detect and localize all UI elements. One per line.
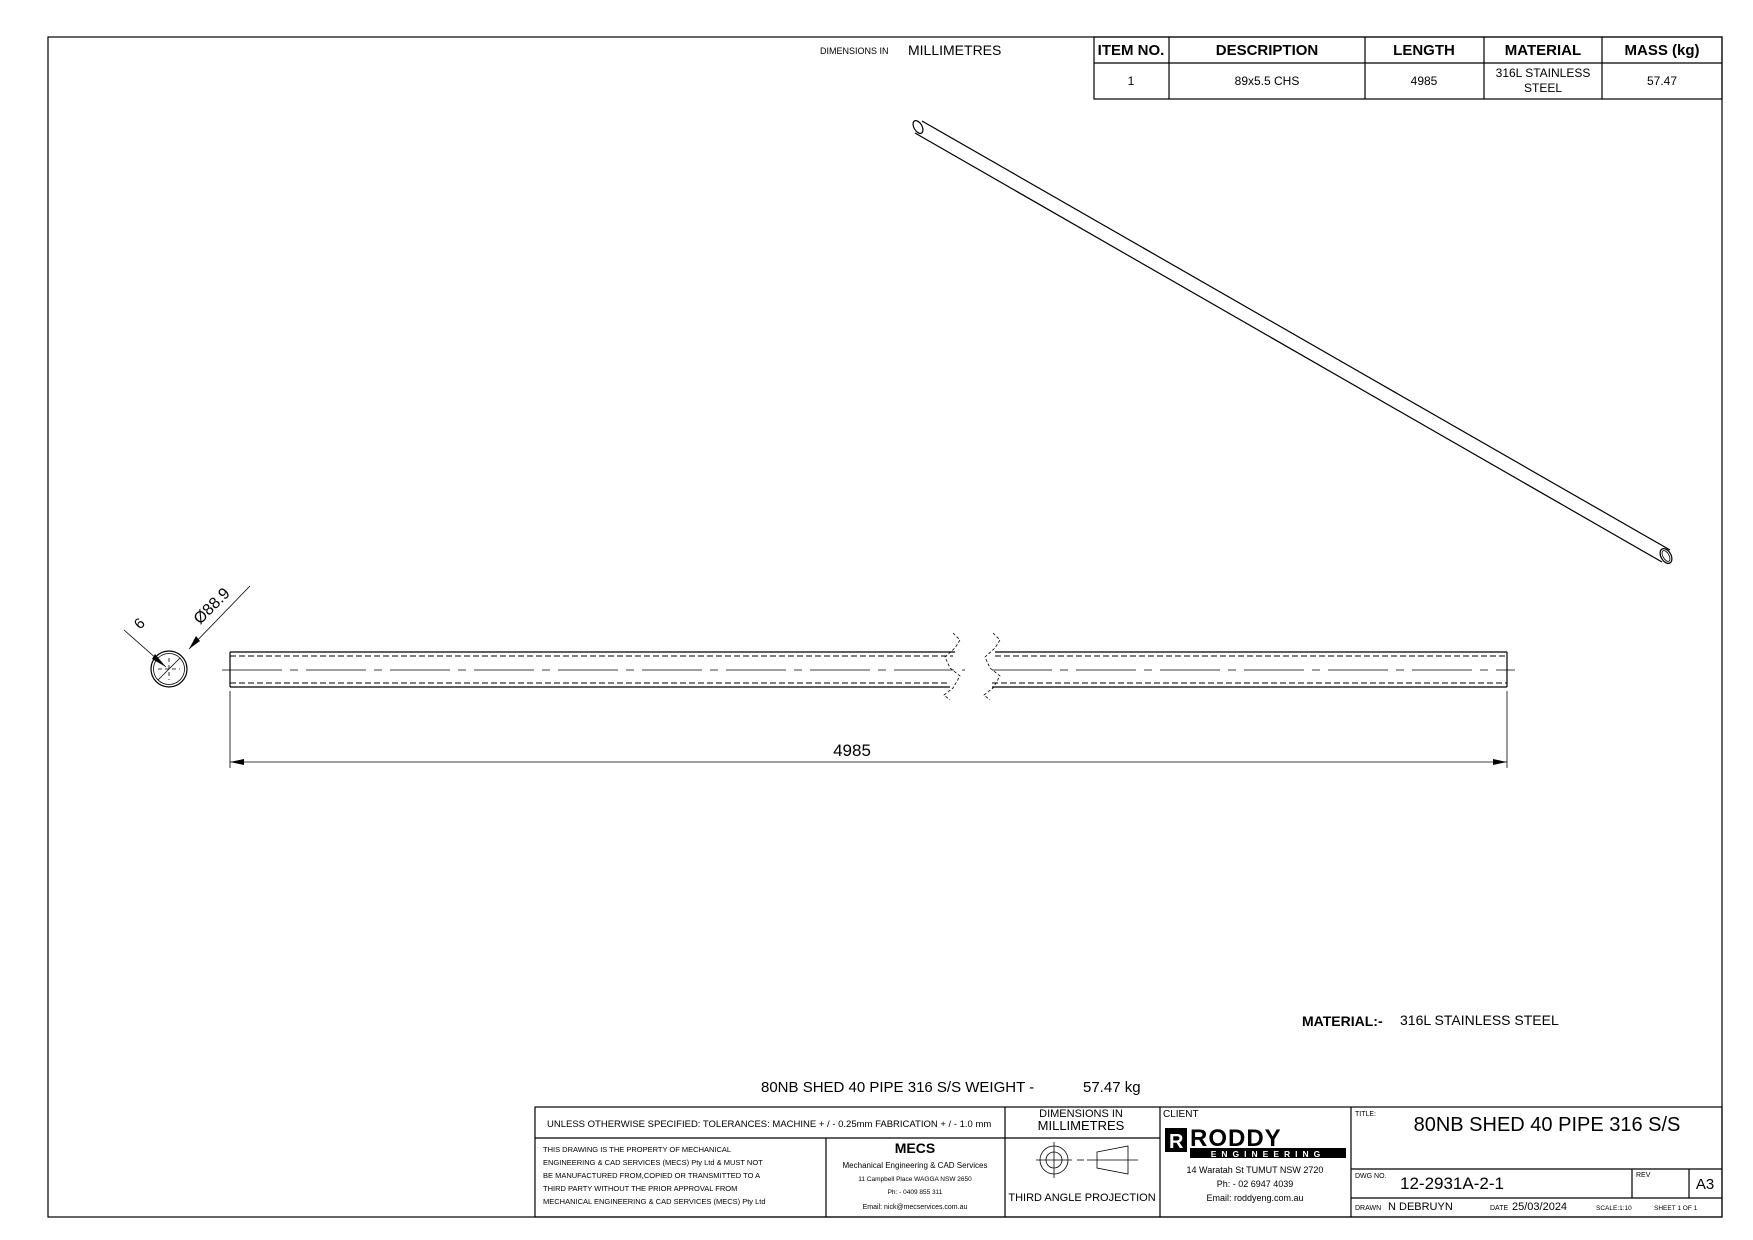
bom-header-description: DESCRIPTION — [1216, 42, 1319, 59]
third-angle-projection-icon — [1036, 1142, 1138, 1178]
drawing-date: 25/03/2024 — [1512, 1201, 1567, 1213]
dims-prefix: DIMENSIONS IN — [820, 46, 889, 56]
roddy-logo: R RODDY ENGINEERING — [1165, 1125, 1346, 1159]
bom-length: 4985 — [1411, 74, 1438, 88]
weight-line: 80NB SHED 40 PIPE 316 S/S WEIGHT - — [761, 1079, 1034, 1096]
weight-value: 57.47 kg — [1083, 1079, 1141, 1096]
scale: SCALE:1:10 — [1596, 1205, 1632, 1212]
pipe-end-view: 6 Ø88.9 — [123, 585, 251, 688]
tb-dims-in: DIMENSIONS IN — [1039, 1108, 1123, 1120]
title-label: TITLE: — [1355, 1111, 1376, 1118]
client-label: CLIENT — [1163, 1109, 1199, 1120]
dims-unit: MILLIMETRES — [908, 42, 1001, 58]
tolerances-note: UNLESS OTHERWISE SPECIFIED: TOLERANCES: … — [547, 1119, 991, 1130]
wall-dimension: 6 — [131, 615, 149, 633]
property-line: THIS DRAWING IS THE PROPERTY OF MECHANIC… — [543, 1145, 731, 1154]
drawing-title: 80NB SHED 40 PIPE 316 S/S — [1414, 1114, 1681, 1136]
title-block: UNLESS OTHERWISE SPECIFIED: TOLERANCES: … — [534, 1106, 1723, 1218]
mecs-logo-block: MECS Mechanical Engineering & CAD Servic… — [843, 1140, 988, 1211]
client-logo-sub: ENGINEERING — [1211, 1149, 1326, 1159]
bom-mass: 57.47 — [1647, 74, 1677, 88]
client-address: 14 Waratah St TUMUT NSW 2720 — [1187, 1165, 1324, 1175]
bom-material-2: STEEL — [1524, 81, 1562, 95]
bom-header-mass: MASS (kg) — [1625, 42, 1700, 59]
bom-header-material: MATERIAL — [1505, 42, 1581, 59]
material-value: 316L STAINLESS STEEL — [1400, 1012, 1559, 1028]
bom-material-1: 316L STAINLESS — [1496, 66, 1591, 80]
length-dimension: 4985 — [833, 741, 871, 760]
bom-header-length: LENGTH — [1393, 42, 1455, 59]
bom-description: 89x5.5 CHS — [1235, 74, 1300, 88]
tb-dims-unit: MILLIMETRES — [1038, 1118, 1125, 1133]
drawn-label: DRAWN — [1355, 1205, 1381, 1212]
mecs-phone: Ph: - 0409 855 311 — [888, 1189, 943, 1196]
material-label: MATERIAL:- — [1302, 1013, 1383, 1029]
svg-text:R: R — [1169, 1131, 1184, 1153]
property-line: ENGINEERING & CAD SERVICES (MECS) Pty Lt… — [543, 1158, 763, 1167]
client-phone: Ph: - 02 6947 4039 — [1217, 1179, 1294, 1189]
rev-label: REV — [1636, 1172, 1651, 1179]
table-row: 1 89x5.5 CHS 4985 316L STAINLESS STEEL 5… — [1128, 66, 1678, 95]
date-label: DATE — [1490, 1205, 1508, 1212]
bom-item: 1 — [1128, 74, 1135, 88]
bom-table: ITEM NO. DESCRIPTION LENGTH MATERIAL MAS… — [1093, 36, 1723, 100]
mecs-email: Email: nick@mecservices.com.au — [863, 1204, 968, 1211]
projection-label: THIRD ANGLE PROJECTION — [1008, 1192, 1155, 1204]
sheet-number: SHEET 1 OF 1 — [1654, 1205, 1698, 1212]
sheet-size: A3 — [1696, 1176, 1714, 1193]
client-email: Email: roddyeng.com.au — [1206, 1193, 1303, 1203]
client-logo-main: RODDY — [1190, 1125, 1282, 1152]
property-line: THIRD PARTY WITHOUT THE PRIOR APPROVAL F… — [543, 1184, 737, 1193]
bom-header-item: ITEM NO. — [1098, 42, 1165, 59]
mecs-logo: MECS — [895, 1140, 935, 1156]
isometric-pipe-view — [912, 120, 1673, 564]
dwg-number: 12-2931A-2-1 — [1400, 1174, 1504, 1193]
dwg-label: DWG NO. — [1355, 1173, 1387, 1180]
property-line: MECHANICAL ENGINEERING & CAD SERVICES (M… — [543, 1197, 766, 1206]
mecs-address: 11 Campbell Place WAGGA NSW 2650 — [858, 1176, 972, 1183]
drawn-by: N DEBRUYN — [1388, 1201, 1453, 1213]
sheet-border — [47, 36, 1723, 1218]
mecs-name: Mechanical Engineering & CAD Services — [843, 1161, 988, 1170]
pipe-front-view: 4985 — [222, 632, 1515, 768]
property-line: BE MANUFACTURED FROM,COPIED OR TRANSMITT… — [543, 1171, 760, 1180]
diameter-dimension: Ø88.9 — [191, 585, 234, 628]
